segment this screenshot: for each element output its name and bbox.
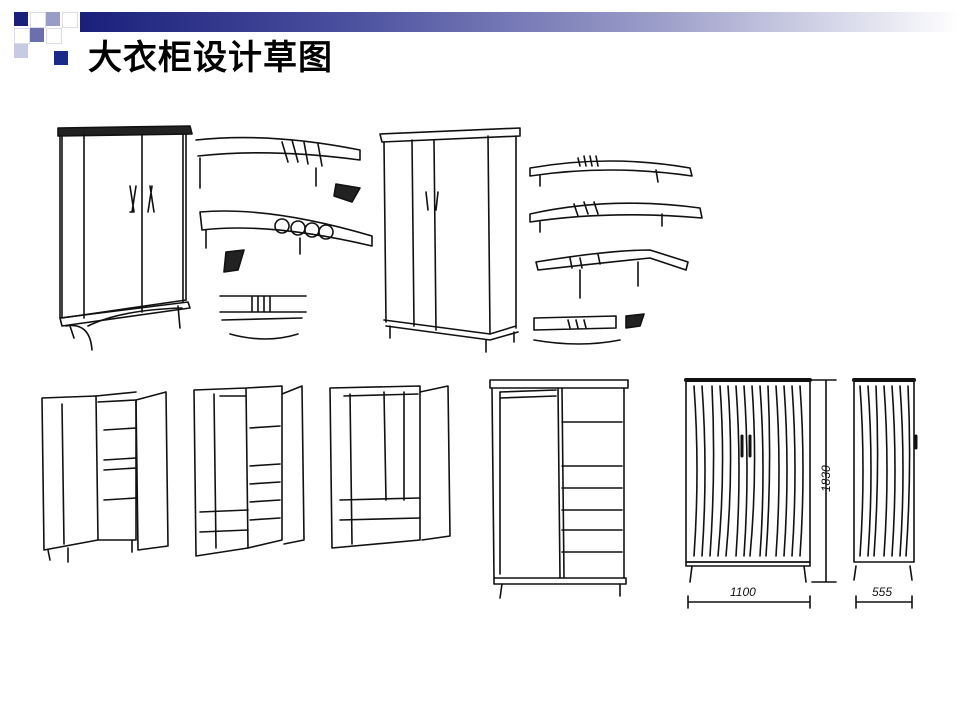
slide-title: 大衣柜设计草图 (88, 38, 333, 78)
open-wardrobe-sketch-1 (41, 391, 169, 563)
decor-square (14, 44, 28, 58)
dimension-height: 1830 (819, 465, 833, 492)
open-wardrobe-sketch-3 (329, 385, 451, 549)
decor-square (14, 12, 28, 26)
moulding-detail-group-1 (195, 136, 373, 340)
wardrobe-elevation-front (684, 378, 837, 609)
wardrobe-sketch-front-1 (57, 125, 193, 351)
open-wardrobe-sketch-2 (193, 385, 305, 557)
decor-square (46, 12, 60, 26)
decor-square (30, 28, 44, 42)
wardrobe-sketch-front-2 (379, 127, 521, 353)
header-gradient-bar (80, 12, 960, 32)
decor-square (46, 28, 62, 44)
moulding-detail-group-2 (529, 155, 703, 345)
wardrobe-sketch-shelves (489, 379, 629, 599)
decor-square (30, 12, 46, 28)
title-bullet-icon (54, 51, 68, 65)
slide-header-decoration (0, 0, 960, 60)
wardrobe-elevation-side (852, 378, 918, 609)
dimension-width: 1100 (730, 585, 756, 599)
decor-square (14, 28, 30, 44)
dimension-depth: 555 (872, 585, 892, 599)
decor-square (62, 12, 78, 28)
